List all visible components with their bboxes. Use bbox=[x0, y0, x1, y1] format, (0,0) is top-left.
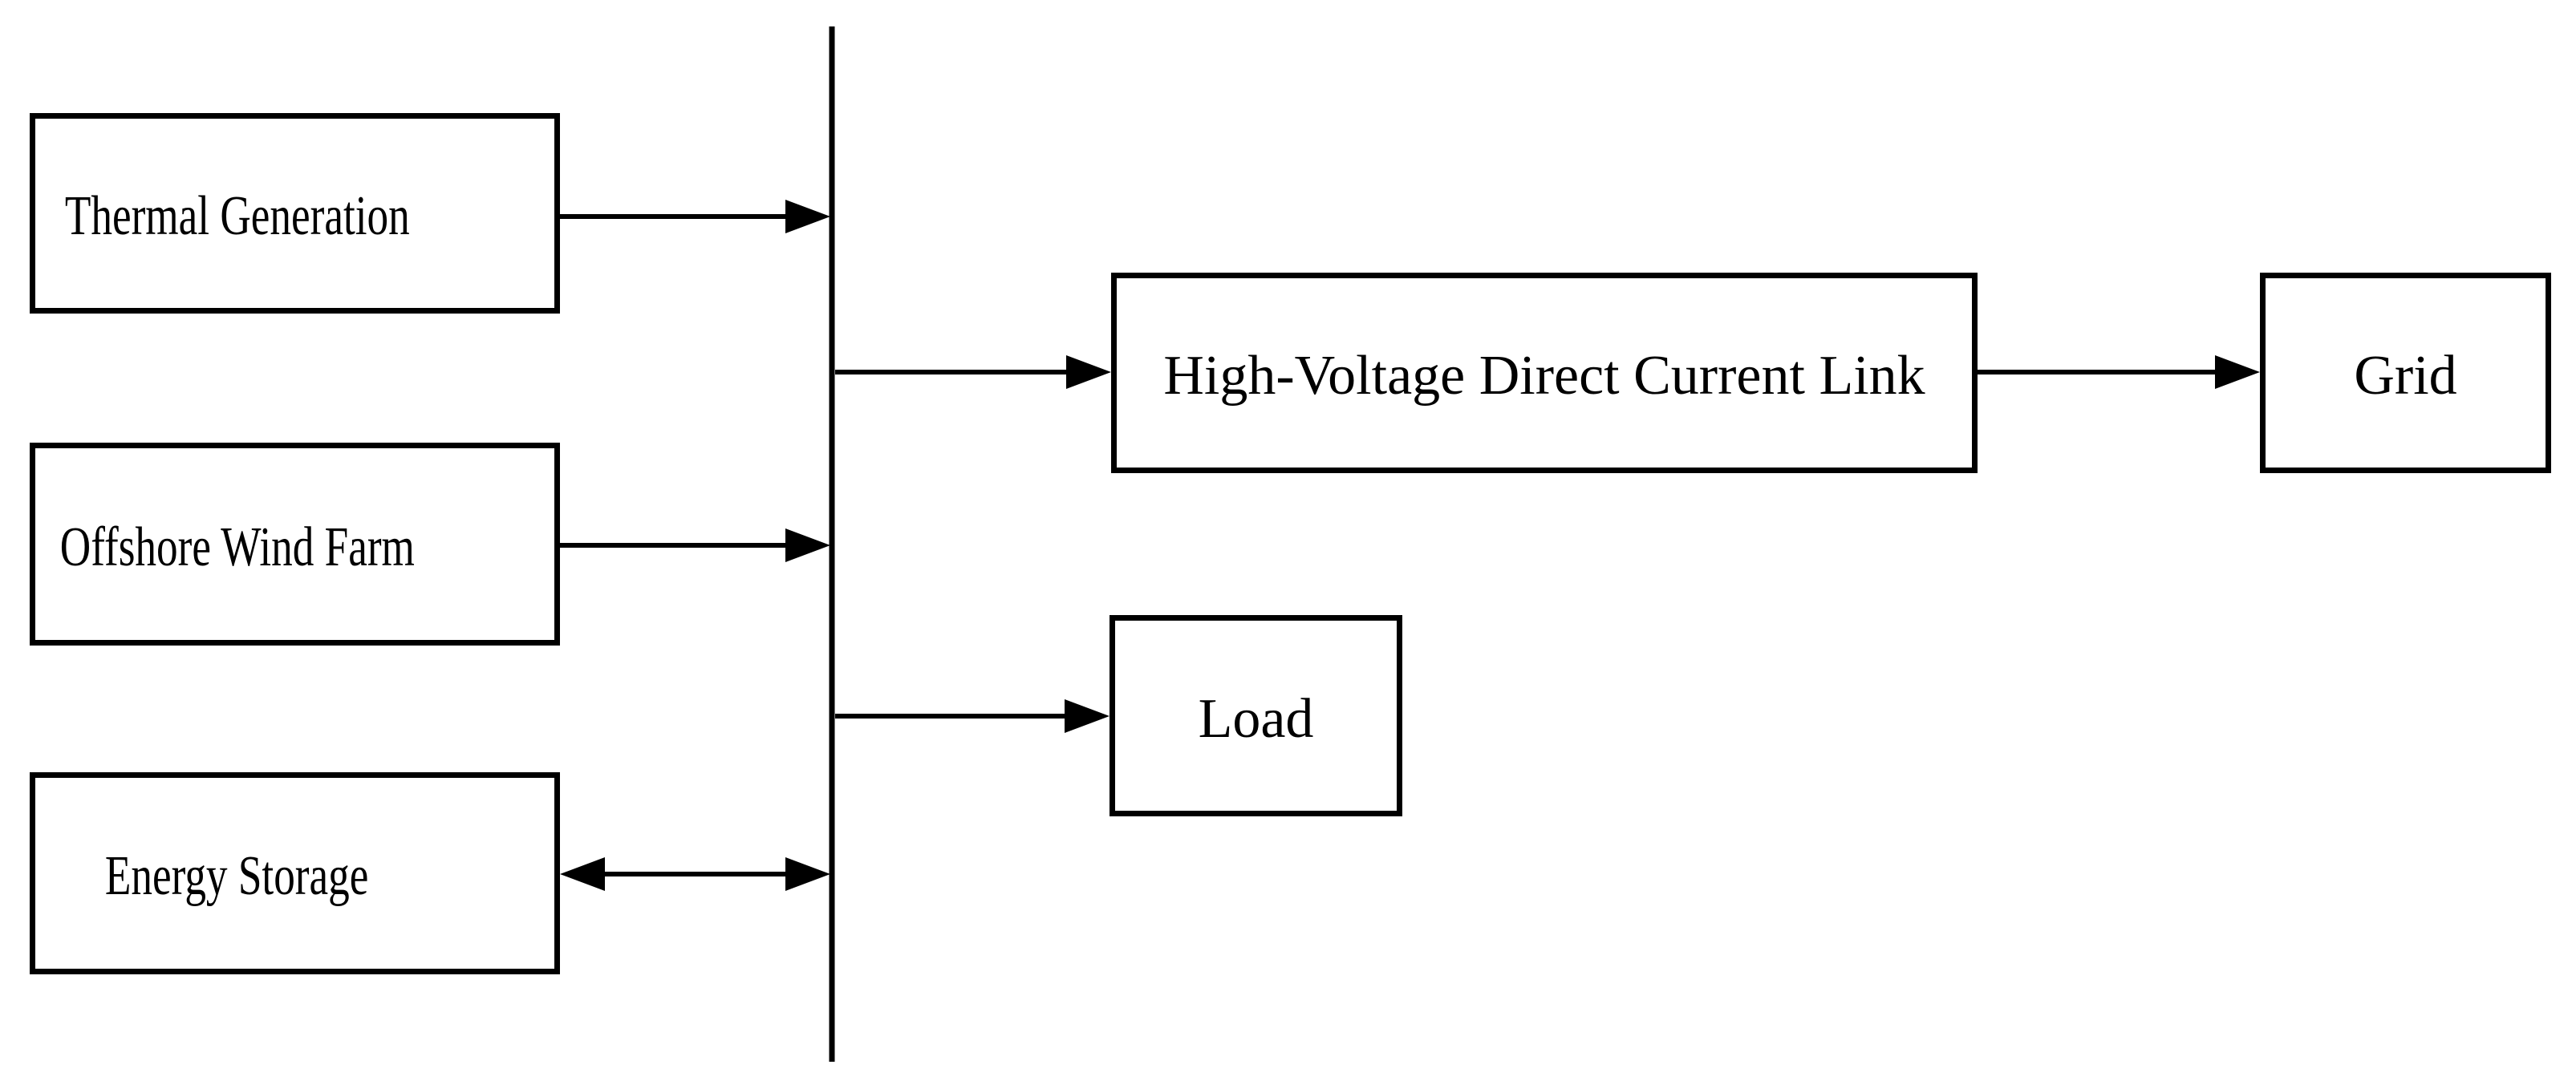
arrowhead-storage-right bbox=[785, 857, 830, 891]
node-offshore-wind-farm-label: Offshore Wind Farm bbox=[59, 516, 415, 578]
node-grid: Grid bbox=[2260, 273, 2551, 473]
node-energy-storage: Energy Storage bbox=[30, 772, 560, 974]
node-hvdc-link-label: High-Voltage Direct Current Link bbox=[1163, 345, 1925, 407]
node-grid-label: Grid bbox=[2354, 345, 2457, 407]
node-thermal-generation-label: Thermal Generation bbox=[64, 185, 410, 247]
arrowhead-storage-left bbox=[560, 857, 605, 891]
arrowhead-bus-to-load bbox=[1065, 699, 1110, 733]
node-load: Load bbox=[1110, 615, 1402, 816]
arrowhead-thermal-to-bus bbox=[785, 200, 830, 233]
node-offshore-wind-farm: Offshore Wind Farm bbox=[30, 443, 560, 646]
node-energy-storage-label: Energy Storage bbox=[105, 845, 369, 907]
node-load-label: Load bbox=[1198, 687, 1314, 750]
arrowhead-offshore-to-bus bbox=[785, 528, 830, 562]
arrowhead-hvdc-to-grid bbox=[2215, 355, 2260, 389]
node-hvdc-link: High-Voltage Direct Current Link bbox=[1111, 273, 1978, 473]
arrowhead-bus-to-hvdc bbox=[1066, 355, 1111, 389]
node-thermal-generation: Thermal Generation bbox=[30, 113, 560, 314]
